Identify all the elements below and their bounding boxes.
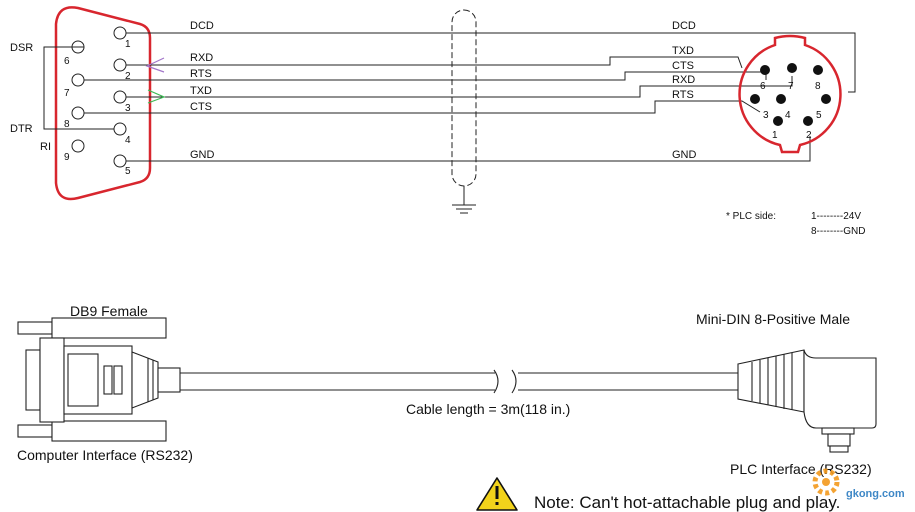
- left-rts-label: RTS: [190, 68, 212, 80]
- db9-pin-label-2: 2: [125, 71, 131, 82]
- plc-note-line1: 1--------24V: [811, 211, 861, 222]
- din-pin-3: [750, 94, 760, 104]
- plc-interface-caption: PLC Interface (RS232): [730, 461, 872, 477]
- din-pin-label-3: 3: [763, 110, 769, 121]
- din-pin-7: [787, 63, 797, 73]
- cable-length-label: Cable length = 3m(118 in.): [406, 401, 570, 417]
- din-pin-5: [821, 94, 831, 104]
- db9-pin-label-3: 3: [125, 103, 131, 114]
- din-pin-label-7: 7: [788, 81, 794, 92]
- din-pin-label-4: 4: [785, 110, 791, 121]
- dtr-label: DTR: [10, 123, 33, 135]
- db9-pin-label-1: 1: [125, 39, 131, 50]
- wire-dcd: [126, 32, 856, 93]
- right-gnd-label: GND: [672, 149, 697, 161]
- right-dcd-label: DCD: [672, 20, 696, 32]
- plc-side-note: * PLC side: 1--------24V 8--------GND: [726, 211, 865, 237]
- cable-break-mark: [493, 369, 499, 394]
- din-pin-2: [803, 116, 813, 126]
- db9-plug-drawing: [17, 317, 181, 442]
- db9-shell-outline: [54, 6, 152, 201]
- left-cts-label: CTS: [190, 101, 212, 113]
- din-pin-6: [760, 65, 770, 75]
- db9-pin-2: [113, 58, 127, 72]
- dsr-dtr-jumper: [43, 46, 114, 130]
- wire-cts-rts: [84, 100, 761, 114]
- wire-rxd-txd: [126, 56, 743, 69]
- cable-shield: [451, 9, 477, 214]
- din-pin-1: [773, 116, 783, 126]
- db9-pin-label-4: 4: [125, 135, 131, 146]
- mini-din-male-title: Mini-DIN 8-Positive Male: [696, 311, 850, 327]
- left-txd-label: TXD: [190, 85, 212, 97]
- ri-label: RI: [40, 141, 51, 153]
- mini-din-shell-outline: [738, 34, 842, 154]
- right-rxd-label: RXD: [672, 74, 695, 86]
- left-gnd-label: GND: [190, 149, 215, 161]
- right-txd-label: TXD: [672, 45, 694, 57]
- right-rts-label: RTS: [672, 89, 694, 101]
- mini-din-connector: 6 7 8 3 4 5 1 2: [738, 34, 842, 154]
- watermark-brand-text: gkong.com: [846, 488, 905, 500]
- txd-direction-arrow: [147, 89, 166, 104]
- rxd-direction-arrow: [145, 57, 165, 73]
- din-pin-label-5: 5: [816, 110, 822, 121]
- din-pin-8: [813, 65, 823, 75]
- db9-connector: 1 2 3 4 5 6 7 8 9 DSR DTR RI: [10, 6, 152, 201]
- plc-note-line2: 8--------GND: [811, 226, 865, 237]
- db9-pin-4: [113, 122, 127, 136]
- left-dcd-label: DCD: [190, 20, 214, 32]
- dsr-label: DSR: [10, 42, 33, 54]
- db9-pin-label-8: 8: [64, 119, 70, 130]
- warning-note: Note: Can't hot-attachable plug and play…: [476, 477, 840, 512]
- db9-female-title: DB9 Female: [70, 303, 148, 319]
- din-pin-label-6: 6: [760, 81, 766, 92]
- db9-pin-3: [113, 90, 127, 104]
- db9-pin-7: [71, 73, 85, 87]
- mini-din-plug-drawing: [737, 349, 877, 453]
- db9-pin-label-7: 7: [64, 88, 70, 99]
- warning-text: Note: Can't hot-attachable plug and play…: [534, 493, 840, 512]
- right-cts-label: CTS: [672, 60, 694, 72]
- din-pin-label-2: 2: [806, 130, 812, 141]
- watermark-gear-icon: [812, 468, 840, 496]
- din-pin-label-8: 8: [815, 81, 821, 92]
- left-rxd-label: RXD: [190, 52, 213, 64]
- cable-assembly: DB9 Female Mini-DIN 8-Positive Male Cabl…: [17, 303, 877, 477]
- din-pin-label-1: 1: [772, 130, 778, 141]
- db9-pin-8: [71, 106, 85, 120]
- db9-pin-1: [113, 26, 127, 40]
- db9-pin-label-6: 6: [64, 56, 70, 67]
- wire-rts-cts: [84, 71, 767, 81]
- gkong-watermark: gkong.com: [812, 468, 905, 500]
- wire-gnd: [126, 136, 811, 162]
- plc-note-prefix: * PLC side:: [726, 211, 776, 222]
- db9-pin-label-9: 9: [64, 152, 70, 163]
- db9-pin-9: [71, 139, 85, 153]
- computer-interface-caption: Computer Interface (RS232): [17, 447, 193, 463]
- wire-txd-rxd: [126, 76, 793, 98]
- db9-pin-label-5: 5: [125, 166, 131, 177]
- din-pin-4: [776, 94, 786, 104]
